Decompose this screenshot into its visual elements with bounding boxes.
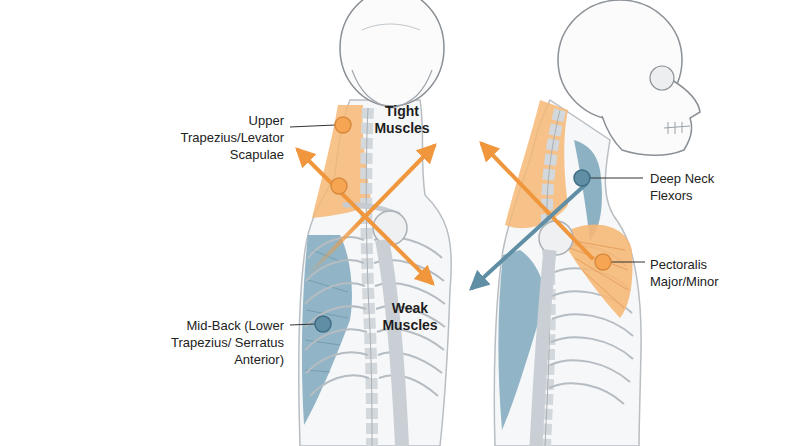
muscle-dots (315, 117, 611, 332)
crossed-arrows (298, 144, 592, 288)
group-heading: Weak Muscles (378, 300, 442, 334)
muscle-label: Mid-Back (Lower Trapezius/ Serratus Ante… (168, 317, 284, 368)
left-figure (299, 0, 451, 446)
right-figure (494, 0, 700, 446)
muscle-label: Deep Neck Flexors (650, 170, 742, 204)
group-heading: Tight Muscles (370, 103, 434, 137)
muscle-label: Upper Trapezius/Levator Scapulae (166, 112, 284, 163)
leader-lines (290, 125, 645, 325)
muscle-label: Pectoralis Major/Minor (650, 256, 742, 290)
